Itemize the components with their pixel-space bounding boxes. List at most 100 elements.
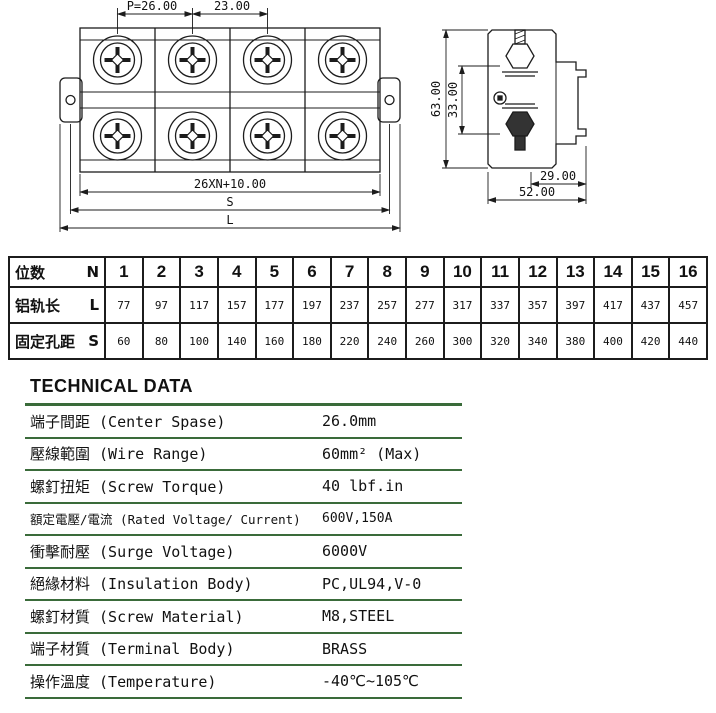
tech-value: 6000V — [322, 542, 368, 561]
size-row-label: 固定孔距 — [15, 332, 76, 351]
tech-value: 26.0mm — [322, 412, 377, 431]
size-cell: 317 — [442, 286, 483, 324]
dim-label-formula: 26XN+10.00 — [194, 177, 266, 191]
screw-icon — [241, 34, 294, 86]
size-cell: 13 — [555, 256, 596, 288]
tech-row: 絕緣材料 (Insulation Body) PC,UL94,V-0 — [25, 569, 462, 601]
size-cell: 400 — [593, 322, 633, 360]
tech-label: 壓線範圍 (Wire Range) — [30, 445, 208, 464]
size-cell: 240 — [367, 322, 407, 360]
size-cell: 320 — [480, 322, 520, 360]
size-cell: 16 — [668, 256, 708, 288]
tech-label: 端子間距 (Center Spase) — [30, 412, 226, 431]
size-cell: 160 — [254, 322, 295, 360]
size-cell: 380 — [555, 322, 596, 360]
technical-data-rows: 端子間距 (Center Spase) 26.0mm 壓線範圍 (Wire Rang… — [25, 406, 462, 699]
size-row-symbol: L — [89, 296, 99, 314]
front-view — [59, 27, 401, 173]
technical-data-title: TECHNICAL DATA — [30, 376, 193, 396]
tech-row: 衝擊耐壓 (Surge Voltage)6000V — [25, 536, 462, 569]
size-cell: 340 — [517, 322, 558, 360]
size-cell: 3 — [179, 256, 219, 288]
size-row-label: 铝轨长 — [15, 296, 61, 315]
size-cell: 100 — [179, 322, 219, 360]
dim-label-l: L — [226, 213, 233, 227]
size-cell: 15 — [630, 256, 671, 288]
tech-row: 壓線範圍 (Wire Range)60mm² (Max) — [25, 439, 462, 471]
size-cell: 420 — [630, 322, 671, 360]
size-cell: 7 — [329, 256, 370, 288]
dim-label-inner-height: 33.00 — [446, 82, 460, 118]
tech-label: 螺釘材質 (Screw Material) — [30, 607, 244, 626]
side-view-dimensions — [442, 29, 587, 204]
size-cell: 5 — [254, 256, 295, 288]
tech-row: 端子間距 (Center Spase) 26.0mm — [25, 406, 462, 439]
screw-icon — [166, 110, 219, 162]
heading-rule — [25, 403, 462, 406]
size-cell: 260 — [405, 322, 445, 360]
size-cell: 300 — [442, 322, 483, 360]
dim-label-pitch: P=26.00 — [127, 0, 178, 13]
size-row-label: 位数 — [15, 263, 46, 282]
dim-label-depth: 52.00 — [519, 185, 555, 199]
size-cell: 80 — [141, 322, 182, 360]
screw-icon — [241, 110, 294, 162]
size-cell: 97 — [141, 286, 182, 324]
terminal-body — [79, 27, 381, 173]
size-cell: 457 — [668, 286, 708, 324]
tech-label: 螺釘扭矩 (Screw Torque) — [30, 477, 226, 496]
side-profile — [487, 29, 587, 169]
size-cell: 14 — [593, 256, 633, 288]
screw-icon — [91, 34, 144, 86]
tech-label: 絕緣材料 (Insulation Body) — [30, 575, 253, 594]
tech-row: 螺釘扭矩 (Screw Torque) 40 lbf.in — [25, 471, 462, 504]
tech-value: 40 lbf.in — [322, 477, 404, 496]
tech-value: PC,UL94,V-0 — [322, 574, 422, 593]
tech-row: 操作溫度 (Temperature)-40℃~105℃ — [25, 666, 462, 699]
screw-icon — [316, 110, 369, 162]
size-cell: 1 — [104, 256, 144, 288]
dim-label-s: S — [226, 195, 233, 209]
tech-value: M8,STEEL — [322, 607, 395, 626]
size-row-header: 铝轨长 L — [8, 286, 106, 324]
size-cell: 337 — [480, 286, 520, 324]
size-cell: 140 — [216, 322, 257, 360]
dim-label-rail-width: 29.00 — [540, 169, 576, 183]
tech-row: 額定電壓/電流 (Rated Voltage/ Current) 600V,150… — [25, 504, 462, 536]
dim-label-width: 23.00 — [214, 0, 250, 13]
size-cell: 397 — [555, 286, 596, 324]
size-cell: 157 — [216, 286, 257, 324]
size-cell: 237 — [329, 286, 370, 324]
size-cell: 117 — [179, 286, 219, 324]
size-row-header: 固定孔距 S — [8, 322, 106, 360]
size-cell: 4 — [216, 256, 257, 288]
size-cell: 9 — [405, 256, 445, 288]
size-cell: 277 — [405, 286, 445, 324]
size-cell: 180 — [292, 322, 332, 360]
tech-label: 端子材質 (Terminal Body) — [30, 640, 235, 659]
size-cell: 417 — [593, 286, 633, 324]
size-cell: 12 — [517, 256, 558, 288]
size-cell: 357 — [517, 286, 558, 324]
size-row-symbol: S — [88, 332, 99, 350]
right-mounting-ear — [377, 77, 401, 123]
size-cell: 60 — [104, 322, 144, 360]
size-cell: 8 — [367, 256, 407, 288]
tech-row: 端子材質 (Terminal Body)BRASS — [25, 634, 462, 666]
tech-value: 600V,150A — [322, 511, 393, 527]
size-cell: 11 — [480, 256, 520, 288]
side-view — [487, 29, 587, 169]
left-mounting-ear — [59, 77, 83, 123]
size-cell: 10 — [442, 256, 483, 288]
size-cell: 2 — [141, 256, 182, 288]
size-cell: 440 — [668, 322, 708, 360]
bottom-bolt — [502, 103, 538, 151]
tech-label: 額定電壓/電流 (Rated Voltage/ Current) — [30, 512, 301, 528]
size-cell: 77 — [104, 286, 144, 324]
screw-icon — [316, 34, 369, 86]
